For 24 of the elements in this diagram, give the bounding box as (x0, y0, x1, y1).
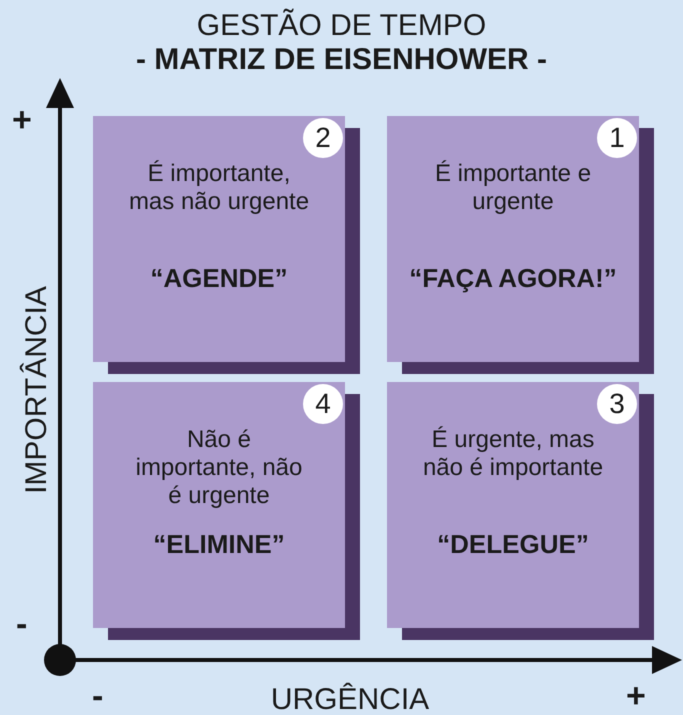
quadrant-description: É urgente, mas não é importante (422, 426, 604, 482)
quadrant-description: Não é importante, não é urgente (134, 426, 304, 510)
axis-minus-sign: - (92, 680, 104, 712)
axis-plus-sign: + (12, 104, 32, 136)
quadrant-description: É importante e urgente (434, 160, 592, 216)
title: GESTÃO DE TEMPO (196, 10, 488, 42)
quadrant-card (387, 116, 639, 362)
quadrant-card (93, 116, 345, 362)
number-badge: 4 (303, 384, 343, 424)
number-badge: 1 (597, 118, 637, 158)
subtitle: - MATRIZ DE EISENHOWER - (134, 44, 548, 76)
axis-title: URGÊNCIA (270, 684, 430, 715)
quadrant-card (387, 382, 639, 628)
quadrant-action: “FAÇA AGORA!” (408, 262, 618, 294)
number-badge: 2 (303, 118, 343, 158)
quadrant-card (93, 382, 345, 628)
number-badge: 3 (597, 384, 637, 424)
axis-plus-sign: + (626, 680, 646, 712)
axis-minus-sign: - (16, 608, 28, 640)
quadrant-action: “AGENDE” (149, 262, 289, 294)
quadrant-action: “DELEGUE” (436, 528, 590, 560)
quadrant-description: É importante, mas não urgente (128, 160, 310, 216)
quadrant-action: “ELIMINE” (152, 528, 286, 560)
axis-title: IMPORTÂNCIA (21, 286, 53, 494)
